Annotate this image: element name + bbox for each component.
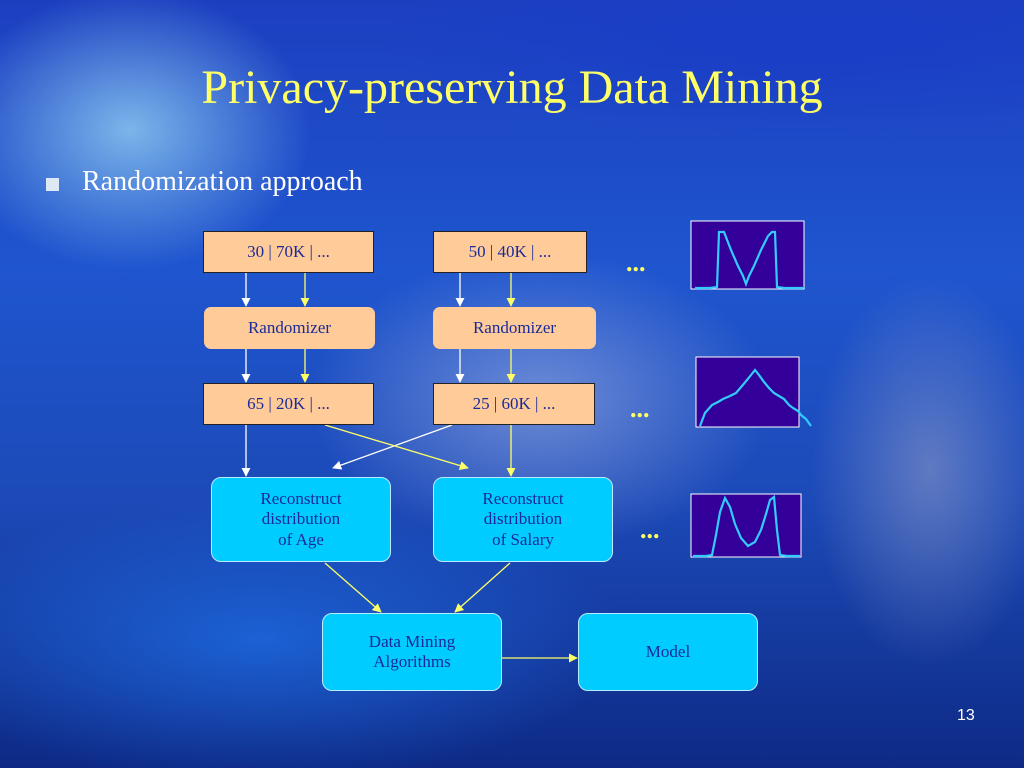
randomized-record-1: 65 | 20K | ... [203,383,374,425]
data-mining-line-1: Data Mining [368,631,456,651]
reconstruct-age-line-1: Reconstruct [260,488,342,508]
ellipsis-1: ... [626,248,646,277]
ellipsis-2: ... [630,394,650,423]
reconstruct-salary-line-3: of Salary [492,529,554,549]
bullet-text: Randomization approach [82,166,363,197]
slide-title: Privacy-preserving Data Mining [201,61,823,114]
randomized-record-2: 25 | 60K | ... [433,383,595,425]
original-record-1: 30 | 70K | ... [203,231,374,273]
model-node: Model [578,613,758,691]
reconstructed-distribution-plot [690,493,802,558]
original-distribution-plot [690,220,805,290]
reconstruct-salary-line-2: distribution [483,509,563,529]
arrow-rec4-to-age [332,424,453,470]
data-mining-line-2: Algorithms [373,652,451,671]
ellipsis-3: ... [640,515,660,544]
reconstruct-salary-line-1: Reconstruct [482,488,564,508]
randomized-distribution-plot [695,356,812,428]
randomizer-1: Randomizer [204,307,375,349]
arrow-age-to-mining [324,562,382,613]
reconstruct-age-line-3: of Age [278,529,324,549]
reconstruct-salary-node: Reconstruct distribution of Salary [433,477,613,562]
reconstruct-age-line-2: distribution [261,509,341,529]
randomizer-2: Randomizer [433,307,596,349]
original-record-2: 50 | 40K | ... [433,231,587,273]
arrow-salary-to-mining [454,562,511,613]
arrow-rec3-to-salary [324,424,469,470]
data-mining-node: Data Mining Algorithms [322,613,502,691]
page-number: 13 [957,707,975,724]
reconstruct-age-node: Reconstruct distribution of Age [211,477,391,562]
bullet-square-icon [46,178,59,191]
